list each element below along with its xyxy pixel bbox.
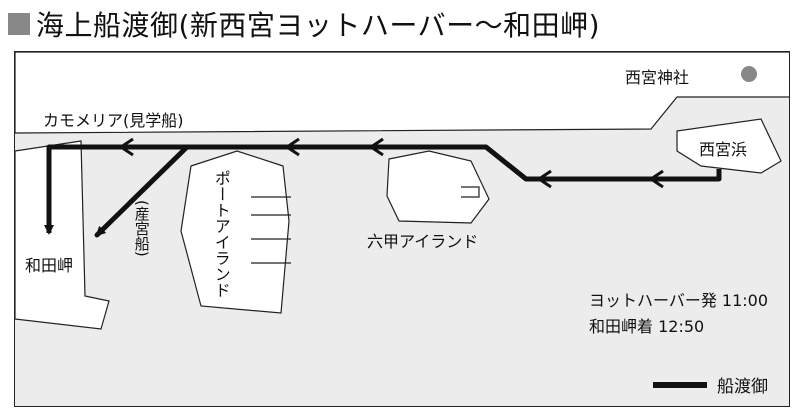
schedule-arrive: 和田岬着 12:50 bbox=[589, 317, 705, 336]
label-nishinomiyahama: 西宮浜 bbox=[699, 140, 748, 159]
land-nishinomiyahama bbox=[676, 118, 782, 174]
title-square-icon bbox=[8, 13, 30, 35]
page-title: 海上船渡御(新西宮ヨットハーバー〜和田岬) bbox=[8, 4, 600, 44]
legend-label: 船渡御 bbox=[717, 377, 768, 397]
map: 西宮神社 西宮浜 カモメリア(見学船) 六甲アイランド 和田岬 ポートアイランド… bbox=[14, 51, 790, 407]
land-wadamisaki bbox=[15, 140, 110, 330]
land-port-island-piers bbox=[251, 196, 291, 264]
label-port-island: ポートアイランド bbox=[211, 170, 231, 298]
land-rokko-island bbox=[386, 150, 490, 224]
label-rokko-island: 六甲アイランド bbox=[367, 232, 479, 251]
land-port-island bbox=[180, 150, 290, 314]
map-drawing bbox=[15, 52, 789, 330]
land-north-coast bbox=[15, 52, 789, 134]
land-rokko-notch bbox=[461, 186, 480, 198]
legend-line-icon bbox=[653, 381, 707, 388]
route-branch bbox=[94, 144, 190, 238]
label-kamomeria: カモメリア(見学船) bbox=[43, 111, 184, 130]
schedule: ヨットハーバー発 11:00 和田岬着 12:50 bbox=[589, 288, 768, 340]
route-arrow-2 bbox=[538, 169, 552, 189]
route-arrow-5 bbox=[120, 137, 134, 157]
label-wadamisaki: 和田岬 bbox=[25, 256, 74, 275]
label-spectator-boat: (産宮船) bbox=[132, 200, 151, 257]
route-arrow-3 bbox=[370, 137, 384, 157]
shrine-dot-icon bbox=[741, 66, 757, 82]
route-arrow-4 bbox=[286, 137, 300, 157]
route-main bbox=[44, 144, 722, 235]
schedule-depart: ヨットハーバー発 11:00 bbox=[589, 291, 769, 310]
label-shrine: 西宮神社 bbox=[625, 68, 690, 87]
route-arrow-1 bbox=[650, 169, 664, 189]
legend: 船渡御 bbox=[653, 372, 768, 397]
page-title-text: 海上船渡御(新西宮ヨットハーバー〜和田岬) bbox=[36, 9, 601, 42]
